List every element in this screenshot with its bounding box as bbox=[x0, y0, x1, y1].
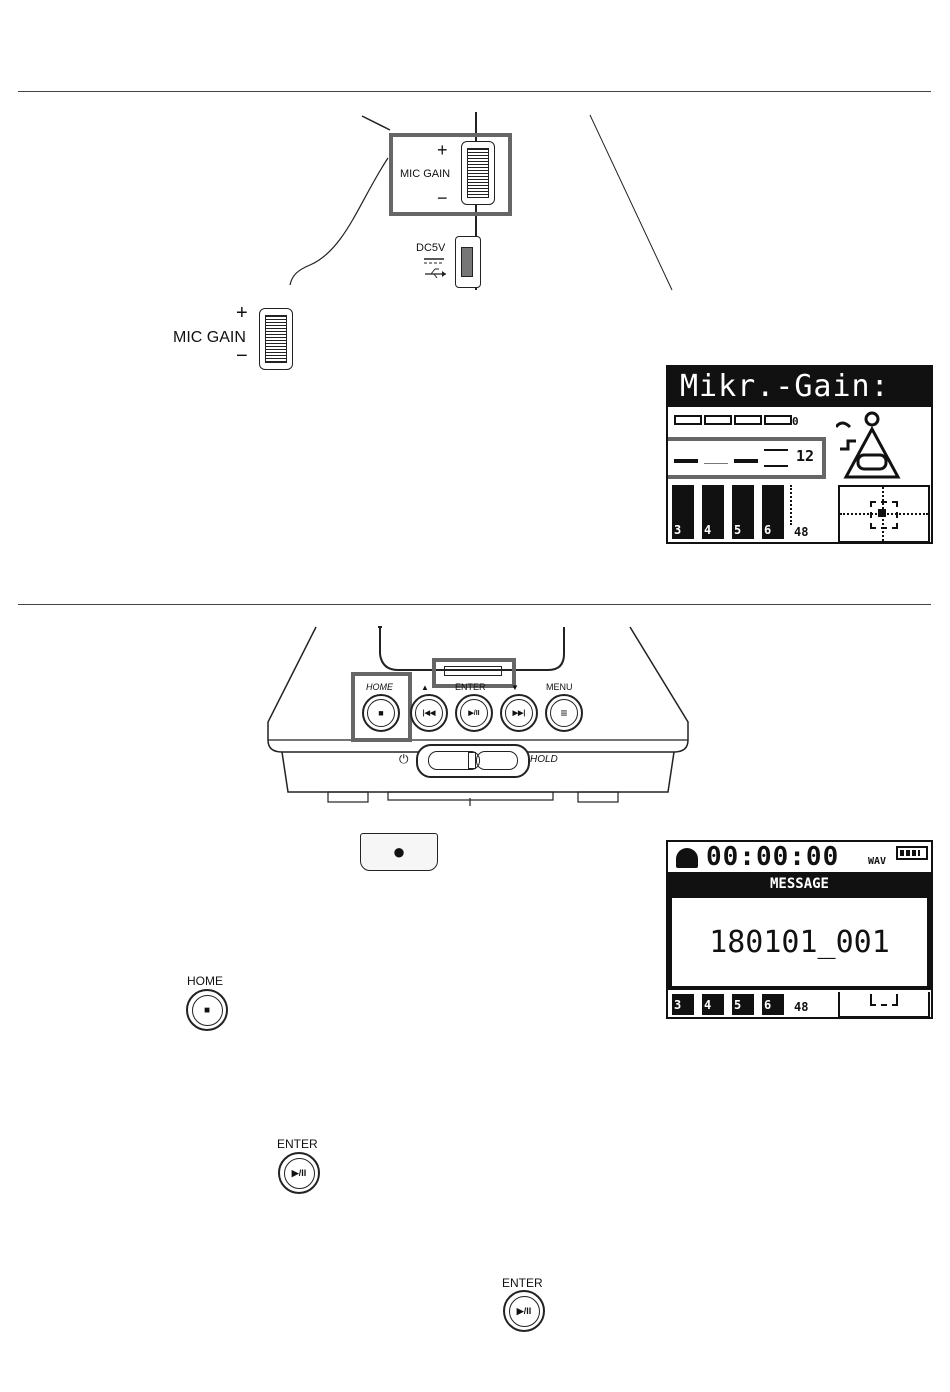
device-enter-play-button[interactable]: ▶/II bbox=[455, 694, 493, 732]
home-stop-icon: ■ bbox=[204, 1005, 210, 1016]
home-stop-button[interactable]: ■ bbox=[186, 989, 228, 1031]
device-menu-button[interactable]: ≡ bbox=[545, 694, 583, 732]
battery-icon bbox=[896, 846, 928, 860]
message-dialog: MESSAGE 180101_001 bbox=[668, 872, 931, 990]
record-button[interactable]: ● bbox=[360, 833, 438, 871]
channel-label-5: 5 bbox=[734, 523, 741, 537]
meter-row-top bbox=[674, 415, 792, 425]
message-header: MESSAGE bbox=[668, 876, 931, 892]
lcd-mic-pattern-icon bbox=[836, 411, 926, 483]
play-pause-icon: ▶/II bbox=[468, 709, 479, 717]
enter-1-play-pause-icon: ▶/II bbox=[292, 1168, 306, 1179]
dc5v-label: DC5V bbox=[416, 242, 445, 254]
section-divider-top bbox=[18, 91, 931, 92]
lcd2-channel-label-5: 5 bbox=[734, 998, 741, 1012]
device-home-label: HOME bbox=[366, 682, 393, 692]
lcd2-meter-bottom-label: 48 bbox=[794, 1000, 808, 1014]
device-enter-label: ENTER bbox=[455, 682, 486, 692]
device-up-label: ▲ bbox=[421, 683, 429, 692]
device-rewind-button[interactable]: |◀◀ bbox=[410, 694, 448, 732]
message-file-name: 180101_001 bbox=[709, 925, 890, 960]
callout-mic-gain-label: MIC GAIN bbox=[173, 329, 246, 347]
usb-icon bbox=[422, 256, 450, 282]
stop-icon: ■ bbox=[378, 708, 383, 718]
lcd2-channel-label-4: 4 bbox=[704, 998, 711, 1012]
power-icon: ⏻ bbox=[399, 752, 409, 767]
lcd-time-counter: 00:00:00 bbox=[706, 842, 839, 872]
enter-button-2-label: ENTER bbox=[502, 1276, 543, 1290]
device-menu-label: MENU bbox=[546, 682, 573, 692]
menu-icon: ≡ bbox=[560, 706, 567, 720]
callout-mic-gain-plus: + bbox=[236, 302, 248, 325]
device-mic-gain-plus: + bbox=[437, 140, 448, 161]
device-hold-label: HOLD bbox=[530, 754, 558, 765]
channel-label-3: 3 bbox=[674, 523, 681, 537]
device-mic-gain-wheel[interactable] bbox=[461, 141, 495, 205]
device-mic-gain-minus: − bbox=[437, 188, 448, 209]
callout-mic-gain-wheel[interactable] bbox=[259, 308, 293, 370]
callout-mic-gain-minus: − bbox=[236, 345, 248, 368]
enter-button-1-label: ENTER bbox=[277, 1137, 318, 1151]
record-status-icon bbox=[676, 848, 698, 868]
lcd-position-grid bbox=[838, 485, 930, 543]
rewind-icon: |◀◀ bbox=[423, 709, 436, 717]
lcd2-channel-label-6: 6 bbox=[764, 998, 771, 1012]
meter-top-label: 0 bbox=[792, 415, 799, 428]
lcd-format-label: WAV bbox=[868, 856, 886, 867]
lcd-title-bar: Mikr.-Gain: 80 bbox=[668, 367, 931, 407]
device-forward-button[interactable]: ▶▶| bbox=[500, 694, 538, 732]
channel-label-4: 4 bbox=[704, 523, 711, 537]
meter-bottom-label: 48 bbox=[794, 525, 808, 539]
device-mic-gain-label: MIC GAIN bbox=[400, 168, 450, 180]
home-button-label: HOME bbox=[187, 974, 223, 988]
lcd2-channel-label-3: 3 bbox=[674, 998, 681, 1012]
record-icon: ● bbox=[392, 841, 405, 863]
enter-button-2[interactable]: ▶/II bbox=[503, 1290, 545, 1332]
enter-button-1[interactable]: ▶/II bbox=[278, 1152, 320, 1194]
lcd2-position-grid bbox=[838, 992, 930, 1018]
lcd-mic-gain-screen: Mikr.-Gain: 80 0 12 3 4 5 6 48 bbox=[666, 365, 933, 544]
device-down-label: ▼ bbox=[511, 683, 519, 692]
device-home-stop-button[interactable]: ■ bbox=[362, 694, 400, 732]
power-hold-switch[interactable] bbox=[416, 744, 530, 778]
lcd-message-screen: 00:00:00 WAV MESSAGE 180101_001 3 4 5 6 … bbox=[666, 840, 933, 1019]
fast-forward-icon: ▶▶| bbox=[513, 709, 526, 717]
section-divider-middle bbox=[18, 604, 931, 605]
usb-port[interactable] bbox=[455, 236, 481, 288]
lcd-status-bar: 00:00:00 WAV bbox=[668, 842, 931, 872]
channel-label-6: 6 bbox=[764, 523, 771, 537]
meter-mid-label: 12 bbox=[796, 447, 814, 465]
enter-2-play-pause-icon: ▶/II bbox=[517, 1306, 531, 1317]
device-lcd-window bbox=[444, 666, 502, 676]
